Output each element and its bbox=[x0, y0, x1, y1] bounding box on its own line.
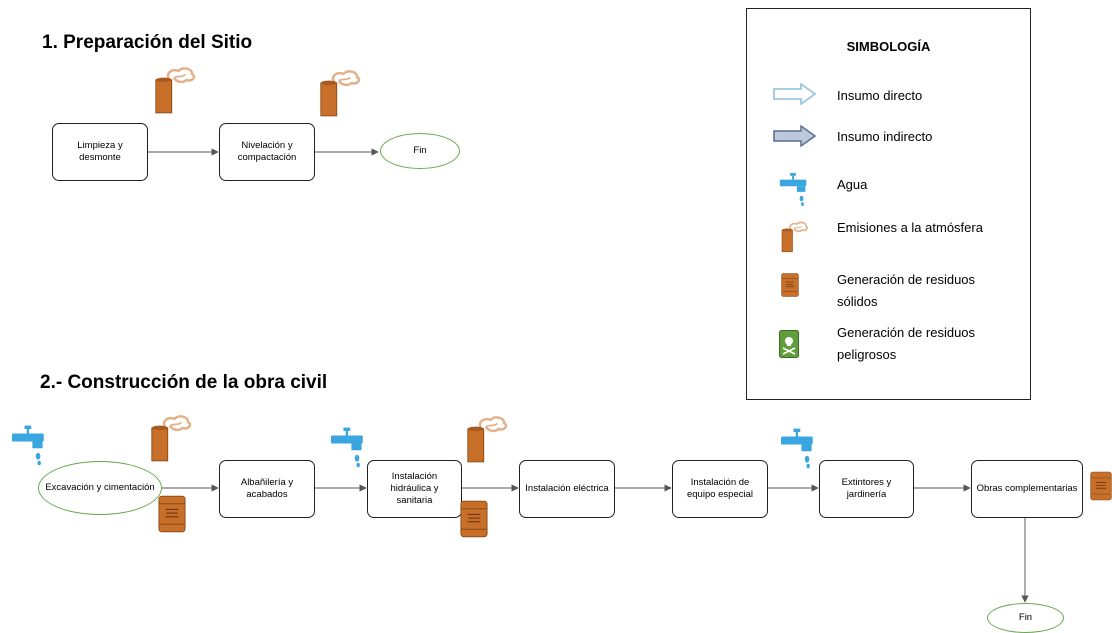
step-instalacion-equipo-especial: Instalación de equipo especial bbox=[672, 460, 768, 518]
water-tap-icon bbox=[331, 427, 365, 469]
solid-waste-barrel-icon bbox=[1090, 466, 1112, 506]
solid-waste-barrel-icon bbox=[158, 494, 186, 534]
step-nivelacion-compactacion: Nivelación y compactación bbox=[219, 123, 315, 181]
water-tap-icon bbox=[781, 428, 815, 470]
step-obras-complementarias: Obras complementarias bbox=[971, 460, 1083, 518]
step-extintores-jardineria: Extintores y jardinería bbox=[819, 460, 914, 518]
section1-title: 1. Preparación del Sitio bbox=[42, 32, 253, 53]
hazardous-waste-icon bbox=[779, 330, 799, 358]
step-albanileria-acabados: Albañilería y acabados bbox=[219, 460, 315, 518]
chimney-emission-icon bbox=[147, 412, 193, 462]
filled-arrow-icon bbox=[773, 125, 817, 147]
legend-label-insumo-directo: Insumo directo bbox=[837, 88, 923, 103]
chimney-emission-icon bbox=[463, 413, 509, 463]
legend-label-residuos-solidos: Generación de residuos sólidos bbox=[837, 272, 976, 309]
legend-label-residuos-peligrosos: Generación de residuos peligrosos bbox=[837, 325, 976, 362]
solid-waste-barrel-icon bbox=[781, 272, 799, 298]
water-tap-icon bbox=[779, 173, 809, 207]
legend-label-emisiones: Emisiones a la atmósfera bbox=[837, 220, 983, 235]
end-node-section2: Fin bbox=[987, 603, 1064, 633]
step-limpieza-desmonte: Limpieza y desmonte bbox=[52, 123, 148, 181]
chimney-emission-icon bbox=[151, 64, 197, 114]
legend-title: SIMBOLOGÍA bbox=[846, 39, 931, 54]
step-instalacion-electrica: Instalación eléctrica bbox=[519, 460, 615, 518]
end-node-section1: Fin bbox=[380, 133, 460, 169]
solid-waste-barrel-icon bbox=[460, 498, 488, 540]
legend-label-insumo-indirecto: Insumo indirecto bbox=[837, 129, 933, 144]
section2-title: 2.- Construcción de la obra civil bbox=[40, 372, 328, 393]
legend-label-agua: Agua bbox=[837, 177, 868, 192]
legend-panel: SIMBOLOGÍA Insumo directo Insumo indirec… bbox=[746, 8, 1031, 400]
hollow-arrow-icon bbox=[773, 83, 817, 105]
chimney-emission-icon bbox=[779, 217, 809, 255]
chimney-emission-icon bbox=[316, 67, 362, 117]
water-tap-icon bbox=[12, 425, 46, 467]
step-instalacion-hidraulica: Instalación hidráulica y sanitaria bbox=[367, 460, 462, 518]
step-excavacion-cimentacion: Excavación y cimentación bbox=[38, 461, 162, 515]
